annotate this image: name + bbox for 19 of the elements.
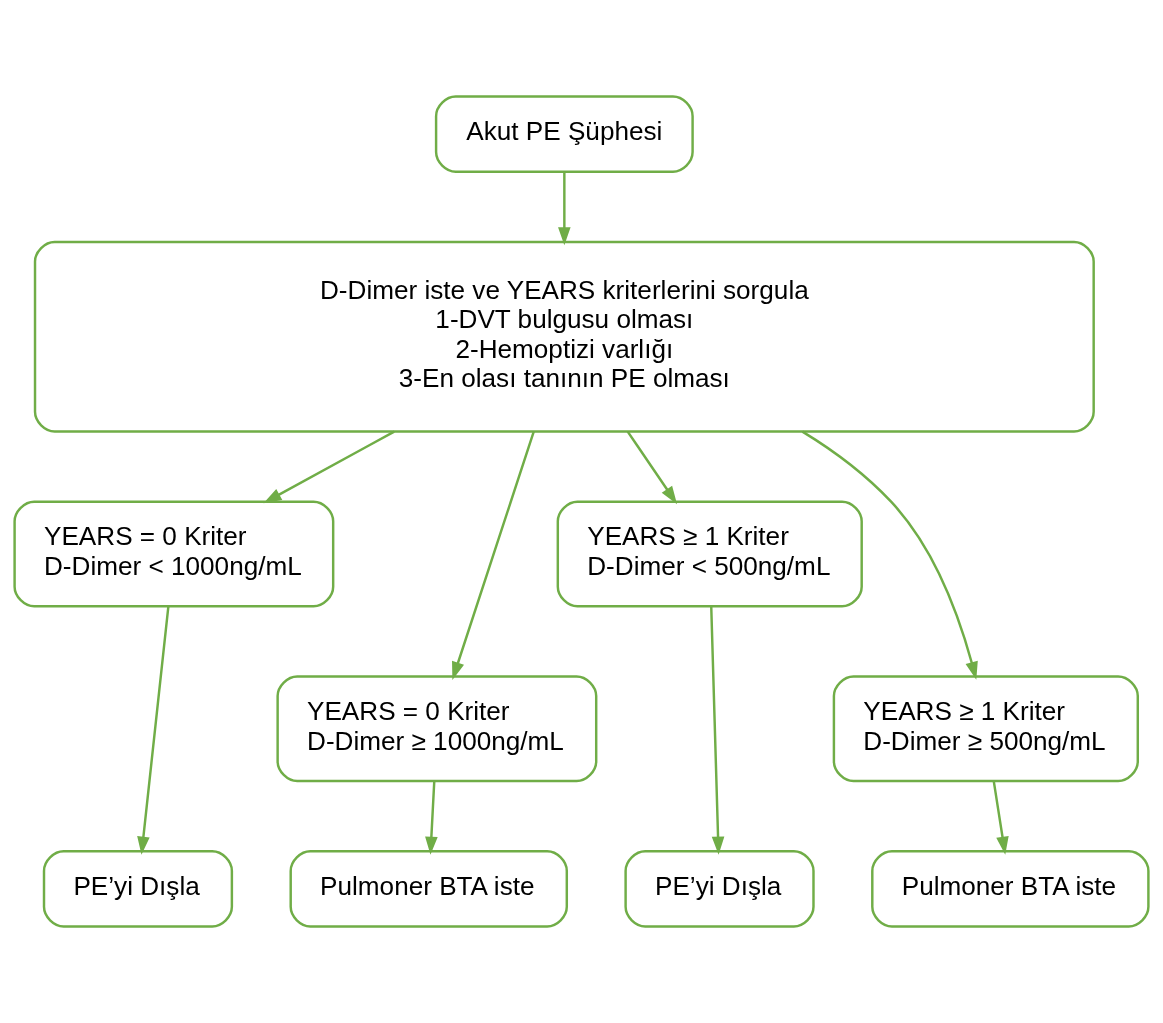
node-box: PE’yi Dışla: [624, 850, 815, 928]
node-box: YEARS = 0 Kriter D-Dimer < 1000ng/mL: [13, 500, 335, 608]
arrow: [710, 606, 725, 855]
node-box: Pulmoner BTA iste: [289, 850, 569, 928]
node-box: PE’yi Dışla: [42, 850, 234, 928]
arrow: [263, 430, 395, 504]
node-box: YEARS ≥ 1 Kriter D-Dimer ≥ 500ng/mL: [832, 675, 1139, 783]
arrow: [801, 430, 978, 680]
arrow: [425, 781, 438, 855]
node-box: D-Dimer iste ve YEARS kriterlerini sorgula 1-DVT bulgusu olması 2-Hemoptizi varlığı 3-En olası tanının PE olması: [33, 240, 1095, 433]
arrow: [992, 781, 1009, 855]
arrow: [626, 430, 678, 505]
arrow: [452, 431, 535, 680]
arrow: [137, 606, 170, 855]
node-box: Pulmoner BTA iste: [871, 850, 1150, 928]
node-box: YEARS = 0 Kriter D-Dimer ≥ 1000ng/mL: [276, 675, 598, 783]
node-box: YEARS ≥ 1 Kriter D-Dimer < 500ng/mL: [556, 500, 863, 608]
arrow: [558, 171, 571, 246]
node-box: Akut PE Şüphesi: [434, 95, 694, 173]
